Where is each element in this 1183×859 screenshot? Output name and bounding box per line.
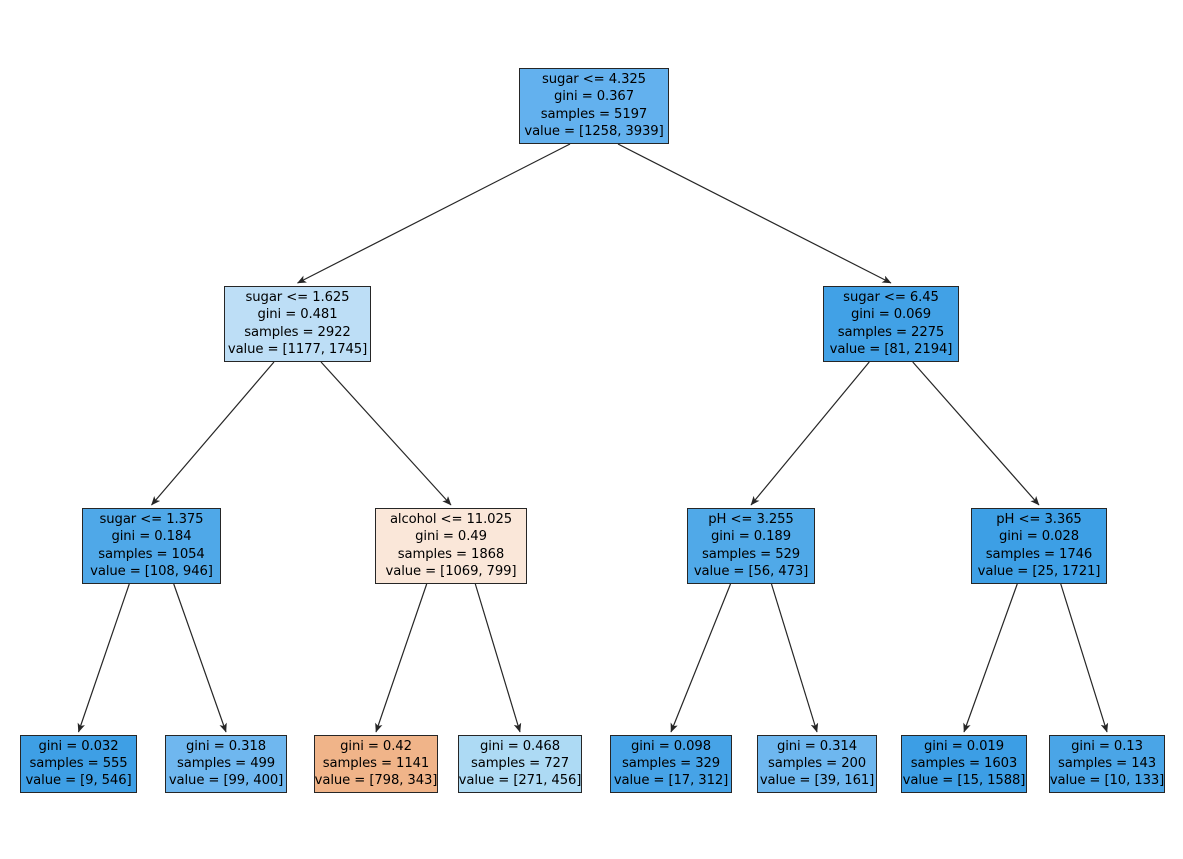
node-condition: sugar <= 6.45 [843,289,939,305]
node-gini: gini = 0.367 [553,89,635,105]
node-value: value = [17, 312] [613,773,729,789]
node-value: value = [99, 400] [168,773,284,789]
tree-edge-1-3 [151,361,275,506]
tree-edge-4-10 [474,583,522,733]
node-value: value = [9, 546] [25,773,132,789]
node-value: value = [39, 161] [759,773,875,789]
node-gini: gini = 0.019 [923,738,1005,754]
node-gini: gini = 0.468 [479,738,561,754]
node-gini: gini = 0.032 [38,738,119,754]
tree-edge-2-6 [912,361,1040,506]
node-value: value = [81, 2194] [829,341,953,357]
node-condition: sugar <= 1.625 [245,289,350,305]
node-gini: gini = 0.481 [257,307,338,323]
node-value: value = [1258, 3939] [524,123,664,139]
tree-edge-1-4 [320,361,452,506]
node-samples: samples = 2275 [837,324,945,340]
node-gini: gini = 0.184 [111,529,192,545]
node-samples: samples = 555 [29,755,128,771]
tree-edge-3-8 [173,583,227,733]
node-value: value = [10, 133] [1049,773,1165,789]
node-samples: samples = 499 [176,755,276,771]
tree-edge-4-9 [375,583,428,733]
node-value: value = [25, 1721] [977,563,1101,579]
node-gini: gini = 0.42 [340,738,412,754]
node-samples: samples = 200 [767,755,867,771]
node-samples: samples = 329 [621,755,721,771]
node-value: value = [108, 946] [90,563,213,579]
node-gini: gini = 0.028 [998,529,1080,545]
tree-edge-6-14 [1060,583,1109,733]
node-value: value = [1069, 799] [385,563,517,579]
node-value: value = [798, 343] [314,773,438,789]
node-gini: gini = 0.314 [776,738,858,754]
node-samples: samples = 1141 [322,755,430,771]
node-samples: samples = 1868 [397,546,505,562]
tree-edge-5-11 [670,583,732,733]
node-samples: samples = 5197 [540,106,648,122]
node-samples: samples = 1746 [985,546,1093,562]
tree-edge-0-1 [297,143,571,284]
node-gini: gini = 0.13 [1071,738,1143,754]
node-value: value = [1177, 1745] [227,341,368,357]
node-gini: gini = 0.318 [185,738,267,754]
node-gini: gini = 0.49 [415,529,487,545]
node-gini: gini = 0.189 [710,529,792,545]
node-condition: alcohol <= 11.025 [389,511,513,527]
node-value: value = [271, 456] [458,773,582,789]
node-condition: sugar <= 4.325 [542,71,646,87]
node-condition: pH <= 3.365 [996,511,1082,527]
node-gini: gini = 0.098 [630,738,712,754]
node-condition: sugar <= 1.375 [99,511,204,527]
tree-edge-5-12 [770,583,819,733]
node-samples: samples = 2922 [244,324,351,340]
tree-edge-6-13 [963,583,1018,733]
tree-edge-3-7 [77,583,130,733]
node-value: value = [56, 473] [693,563,809,579]
node-samples: samples = 1603 [910,755,1018,771]
node-samples: samples = 143 [1057,755,1157,771]
node-gini: gini = 0.069 [850,307,932,323]
tree-edge-0-2 [617,143,892,284]
node-samples: samples = 529 [701,546,801,562]
node-value: value = [15, 1588] [902,773,1026,789]
tree-edge-2-5 [750,361,870,506]
node-condition: pH <= 3.255 [708,511,794,527]
node-samples: samples = 1054 [98,546,205,562]
node-samples: samples = 727 [470,755,570,771]
